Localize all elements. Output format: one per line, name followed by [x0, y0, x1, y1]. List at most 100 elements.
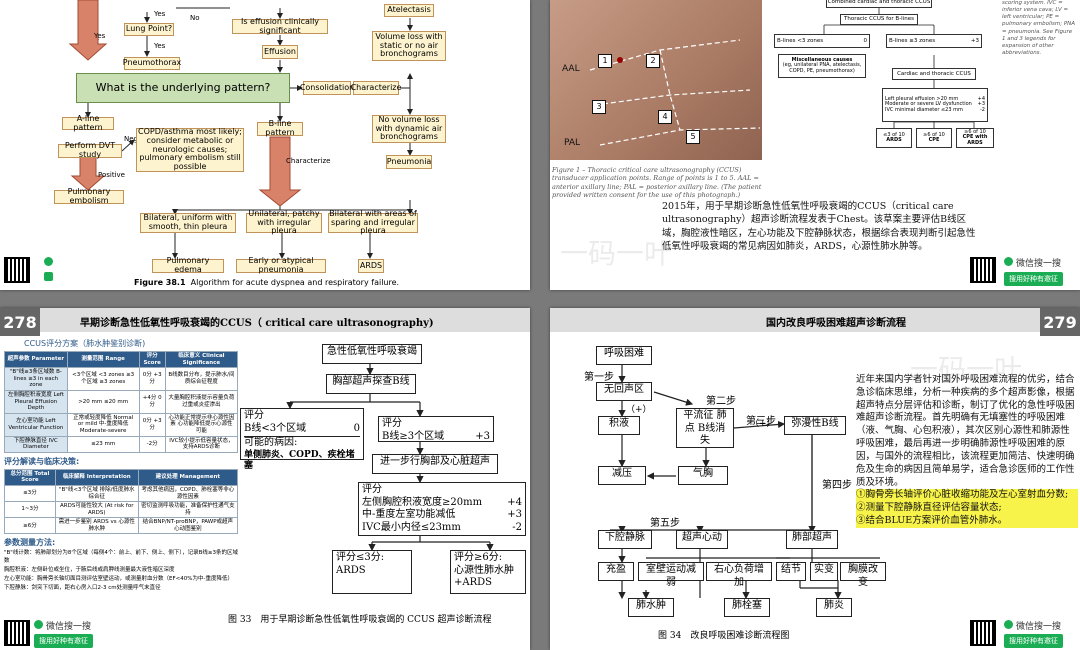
node-pneumonia: Pneumonia	[386, 155, 432, 169]
s-ivc-label: IVC最小内径≤23mm	[362, 521, 461, 533]
s-lpe-label: 左侧胸腔积液宽度≥20mm	[362, 496, 483, 508]
mod-plus-2: （+）	[750, 419, 776, 429]
misc-title: Miscellaneous causes	[791, 56, 853, 63]
mod-node-wall: 室壁运动减弱	[638, 562, 704, 588]
score-top: Combined cardiac and thoracic CCUS	[826, 0, 932, 8]
node-lung-point: Lung Point?	[124, 23, 174, 36]
interp-head-cell: 临床解释 Interpretation	[54, 468, 139, 486]
zone-3-label: 3	[592, 100, 606, 114]
wechat-icon	[34, 620, 43, 629]
label-no-1: No	[190, 14, 200, 22]
figure-caption: Figure 38.1 Algorithm for acute dyspnea …	[134, 278, 399, 287]
page-2: 1 2 3 4 5 AAL PAL Figure 1 – Thoracic cr…	[550, 0, 1080, 290]
highlight-item: ②测量下腔静脉直径评估容量状态;	[856, 502, 1078, 515]
page-2-body-text: 2015年，用于早期诊断急性低氧性呼吸衰竭的CCUS（critical care…	[662, 201, 976, 252]
node-pulmonary-embolism: Pulmonary embolism	[54, 187, 124, 205]
result-cpe-ards-score: ≥6 of 10	[964, 128, 986, 135]
s-lpe-value: +4	[507, 496, 522, 508]
table-cell: -2分	[138, 435, 166, 453]
mod-node-pleura: 胸膜改变	[840, 562, 886, 588]
node-atelectasis: Atelectasis	[384, 4, 434, 17]
cn-node-further: 进一步行胸部及心脏超声	[372, 454, 498, 474]
left-b-value: 0	[353, 422, 360, 434]
qr-code-icon[interactable]	[4, 620, 30, 646]
params-title: 参数测量方法:	[4, 538, 56, 548]
table-cell: 心功能正常提示非心源性因素 心功能降低提示心源性可能	[164, 412, 239, 437]
qr-code-icon[interactable]	[4, 257, 30, 283]
node-no-volume-loss: No volume loss with dynamic air bronchog…	[372, 115, 446, 143]
mod-step-5: 第五步	[650, 518, 680, 529]
param-item: 胸腔积液：左侧卧位或坐位，于腋后线或肩胛线测量最大液性暗区深度	[4, 566, 175, 573]
right-b-label: B线≥3个区域	[382, 430, 445, 442]
mod-node-effusion: 积液	[598, 416, 640, 435]
param-item: "B"线计数：将肺部划分为8个区域（每侧4个：前上、前下、侧上、侧下），记录B线…	[4, 550, 238, 564]
b-ge3-label: B-lines ≥3 zones	[889, 37, 936, 44]
wechat-search-button[interactable]: 搜用好种有邀征	[1004, 272, 1063, 286]
mod-node-rv: 右心负荷增加	[706, 562, 772, 588]
node-bilateral-uniform: Bilateral, uniform with smooth, thin ple…	[140, 213, 236, 233]
interp-row: 1~3分 ARDS可能性较大 (At risk for ARDS) 密切监测呼吸…	[4, 501, 239, 519]
ccus-score-table: 超声参数 Parameter 测量范围 Range 评分 Score 临床意义 …	[4, 350, 239, 453]
left-b-label: B线<3个区域	[244, 422, 307, 434]
highlight-item: ①胸骨旁长轴评价心脏收缩功能及左心室射血分数;	[856, 489, 1078, 503]
search-badge-icon[interactable]	[44, 272, 53, 281]
wechat-search-label: 微信搜一搜	[1016, 622, 1062, 632]
node-a-line: A-line pattern	[62, 114, 114, 131]
mod-node-pneumonia: 肺炎	[816, 598, 852, 617]
table-cell: "B"线≥3条区域数 B-lines ≥3 in each zone	[4, 367, 68, 391]
table-header-row: 超声参数 Parameter 测量范围 Range 评分 Score 临床意义 …	[4, 350, 239, 369]
node-characterize-1: Characterize	[351, 81, 401, 95]
b-ge3-value: +3	[970, 37, 979, 44]
highlight-item: ③结合BLUE方案评价血管外肺水。	[856, 514, 1078, 528]
ccus-score-flowchart: Combined cardiac and thoracic CCUS Thora…	[764, 0, 994, 170]
label-yes-1: Yes	[154, 10, 166, 18]
interp-head-cell: 建议处理 Management	[137, 468, 239, 486]
page-header-title: 早期诊断急性低氧性呼吸衰竭的CCUS（ critical care ultras…	[80, 318, 434, 329]
figure-caption: 图 34 改良呼吸困难诊断流程图	[658, 631, 790, 641]
label-yes-3: Yes	[94, 32, 106, 40]
aal-label: AAL	[562, 64, 580, 74]
node-effusion-significant: Is effusion clinically significant	[232, 17, 328, 34]
node-b-line: B-line pattern	[257, 119, 303, 137]
mod-node-sign: 平流征 肺点 B线消失	[676, 408, 734, 448]
s-ivc-value: -2	[512, 521, 522, 533]
mod-step-4: 第四步	[822, 480, 852, 491]
mod-node-diffuse-b: 弥漫性B线	[784, 416, 846, 435]
wechat-search-button[interactable]: 搜用好种有邀征	[1004, 634, 1063, 648]
page-1: Yes No Yes Yes Lung Point? Pneumothorax …	[0, 0, 530, 290]
interp-table: 总分范围 Total Score 临床解释 Interpretation 建议处…	[4, 468, 239, 535]
label-yes-2: Yes	[154, 42, 166, 50]
lpe-value: +4	[977, 95, 985, 102]
page-4-body-text: 近年来国内学者针对国外呼吸困难流程的优劣，结合急诊临床思维，分析一种疾病的多个超…	[856, 374, 1075, 488]
table-row: 下腔静脉直径 IVC Diameter ≤23 mm -2分 IVC较小提示低容…	[4, 435, 239, 453]
side-note: scoring system. IVC = inferior vena cava…	[1002, 0, 1076, 56]
mod-node-dyspnea: 呼吸困难	[596, 346, 652, 365]
qr-code-icon[interactable]	[970, 620, 996, 646]
zone-5-label: 5	[686, 130, 700, 144]
mod-node-pe: 肺栓塞	[724, 598, 770, 617]
node-underlying-pattern: What is the underlying pattern?	[76, 73, 290, 103]
transducer-diagram	[589, 39, 761, 146]
table-cell: 下腔静脉直径 IVC Diameter	[4, 435, 68, 453]
node-unilateral-patchy: Unilateral, patchy with irregular pleura	[246, 209, 322, 235]
left-cause: 单侧肺炎、COPD、疾栓堵塞	[244, 449, 355, 471]
result-ards-score: ≤3 of 10	[883, 131, 905, 138]
qr-code-icon[interactable]	[970, 257, 996, 283]
table-cell: 左心室功能 Left Ventricular Function	[4, 412, 68, 437]
table-cell: ≤23 mm	[66, 435, 140, 453]
table-cell: IVC较小提示低容量状态，支持ARDS诊断	[164, 435, 239, 453]
interp-header-row: 总分范围 Total Score 临床解释 Interpretation 建议处…	[4, 468, 239, 486]
wechat-search-label: 微信搜一搜	[46, 622, 92, 632]
score-b-ge3: B-lines ≥3 zones +3	[886, 34, 982, 48]
table-title: CCUS评分方案（肺水肿鉴别诊断)	[24, 339, 146, 348]
wechat-search-button[interactable]: 搜用好种有邀征	[34, 634, 93, 648]
mod-step-1: 第一步	[584, 372, 614, 383]
mod-node-pneumothorax: 气胸	[678, 466, 728, 485]
b-lt3-value: 0	[863, 37, 868, 44]
result-cpe-label: CPE	[928, 137, 940, 143]
result-high: 心源性肺水肿+ARDS	[454, 564, 514, 589]
misc-text: (eg, unilateral PNA, atelectasis, COPD, …	[782, 62, 862, 74]
